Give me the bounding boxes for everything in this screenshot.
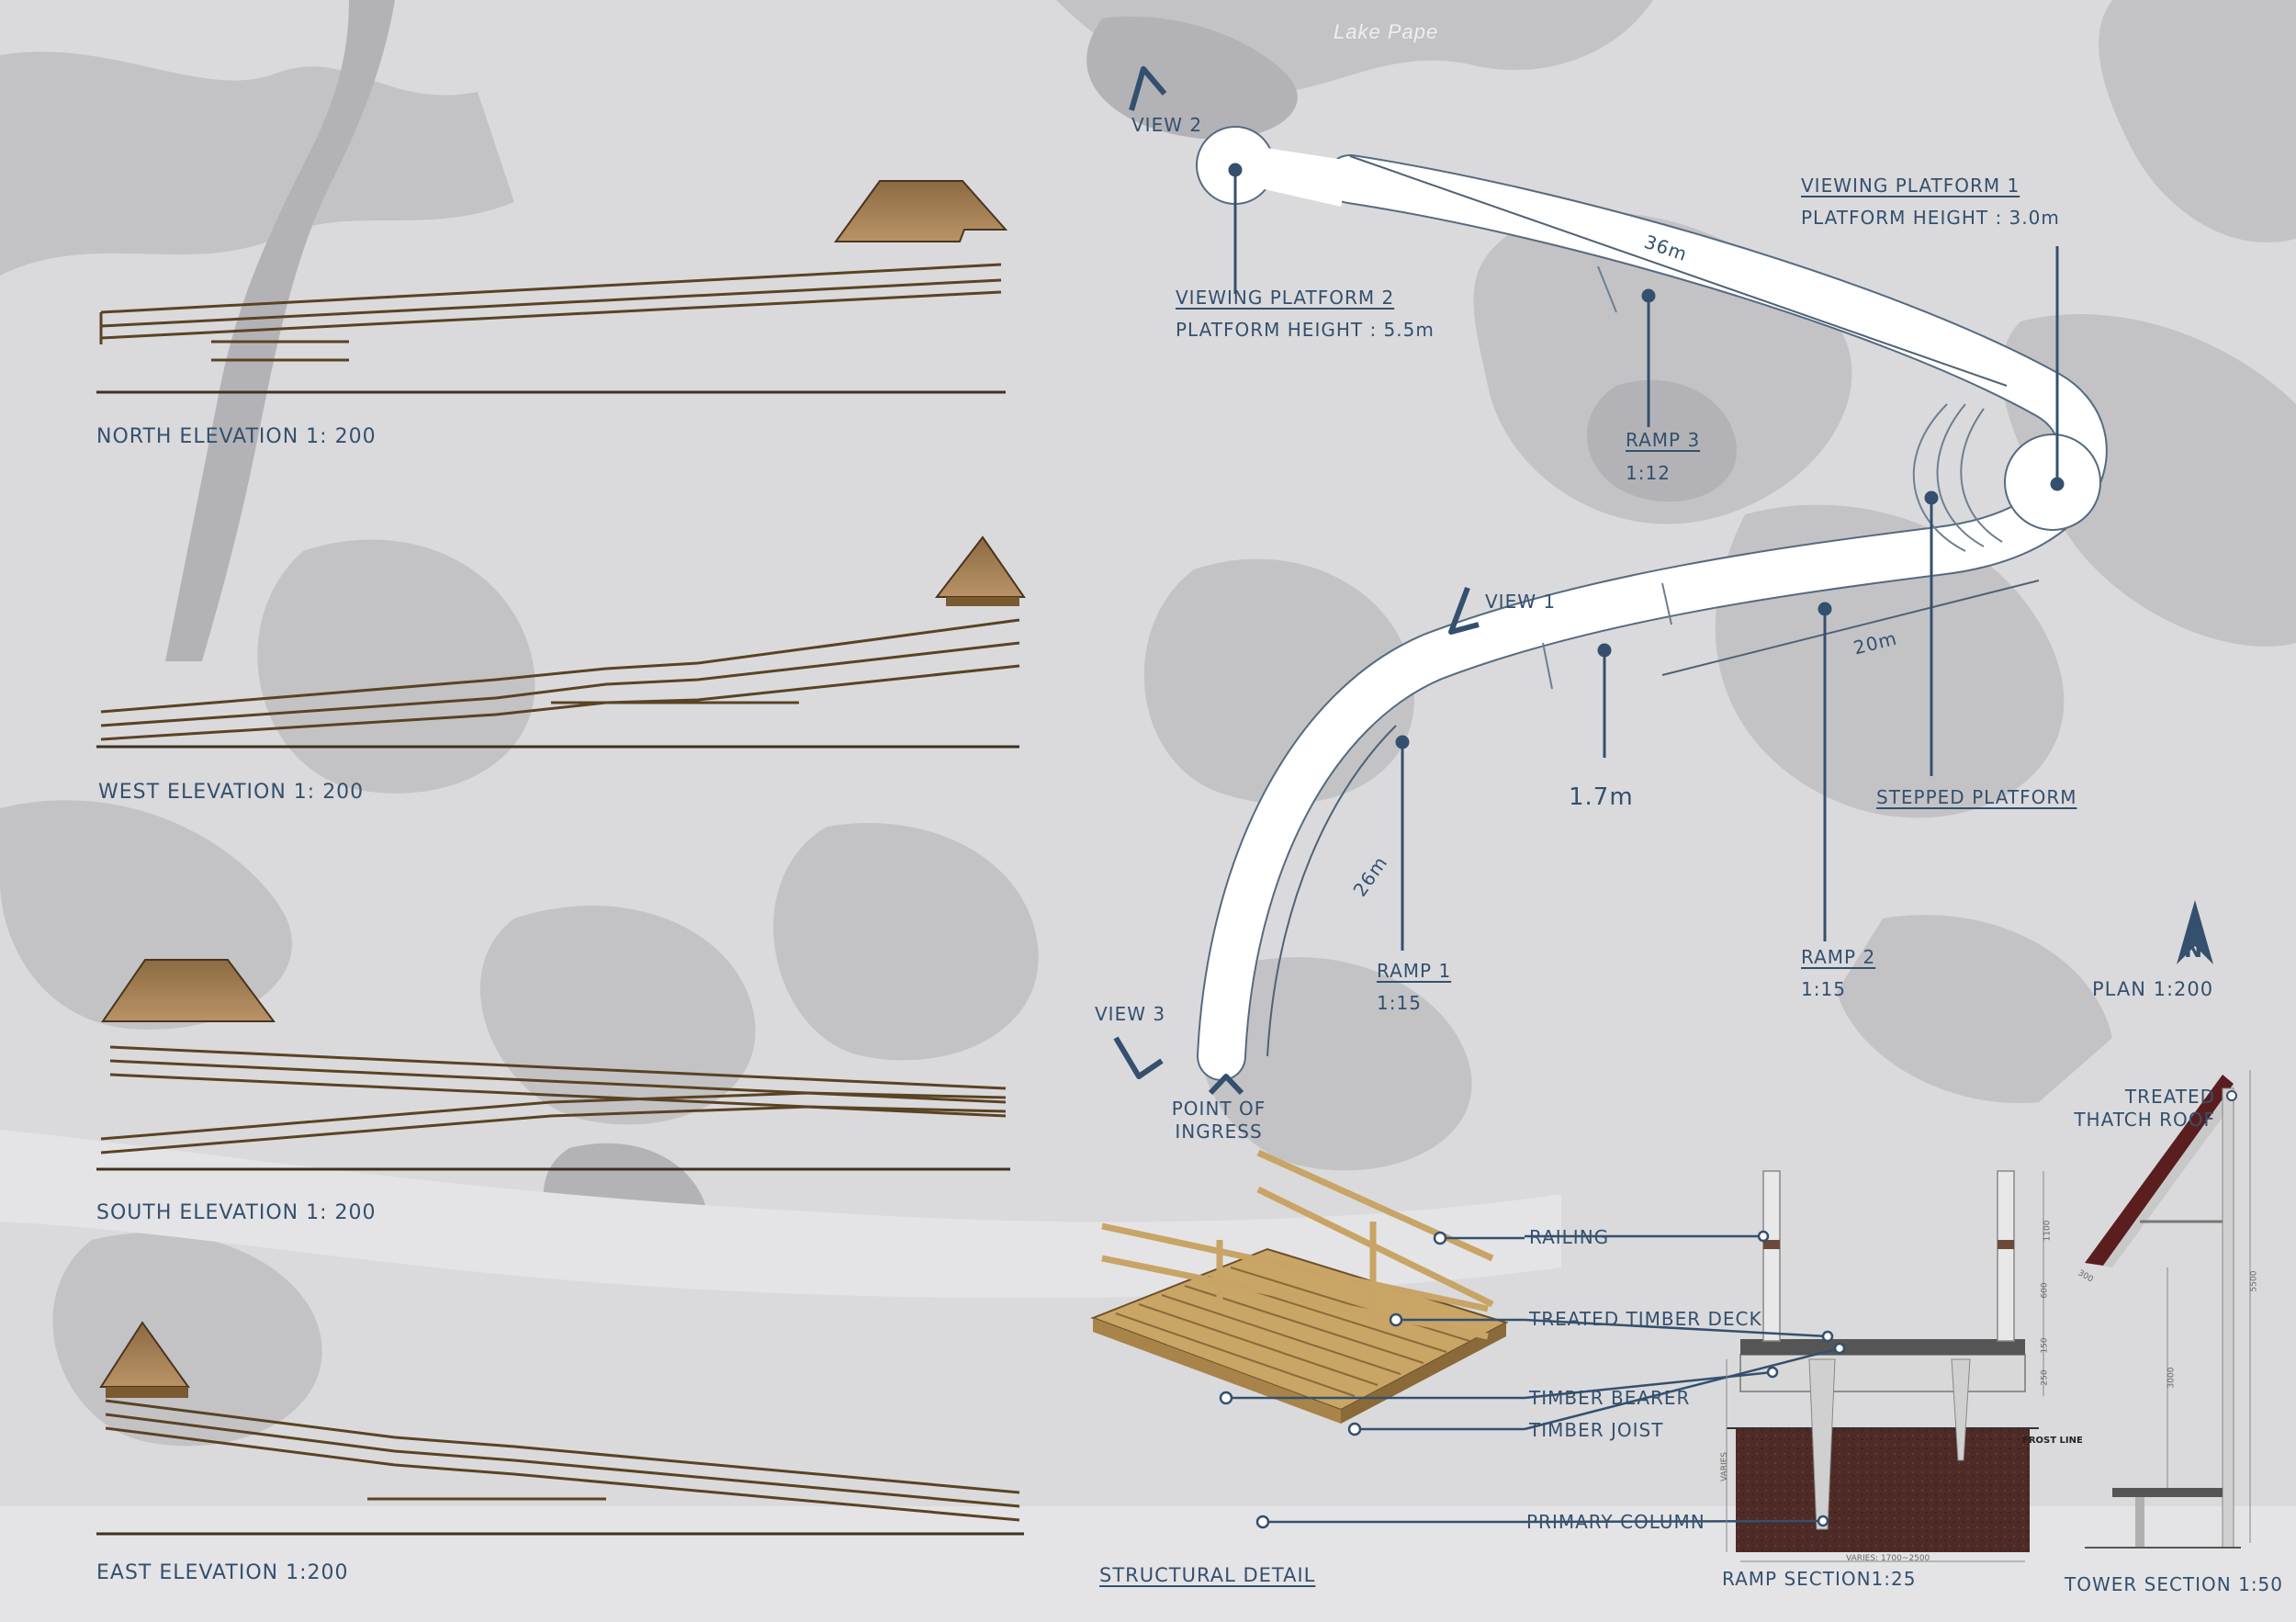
varies-width-label: VARIES: 1700~2500 — [1846, 1554, 1930, 1563]
ramp-section-title: RAMP SECTION1:25 — [1722, 1568, 1917, 1590]
thatch-roof-label-line1: TREATED — [2124, 1086, 2215, 1108]
railing-label: RAILING — [1529, 1226, 1610, 1248]
walkway-width-dimension: 1.7m — [1569, 783, 1634, 811]
north-elevation-title: NORTH ELEVATION 1: 200 — [96, 425, 377, 448]
view1-label: VIEW 1 — [1485, 591, 1557, 613]
tower-section-drawing — [2085, 1070, 2251, 1549]
north-letter: N — [2184, 937, 2204, 963]
ingress-chevron-icon — [1208, 1074, 1244, 1096]
stepped-platform-label: STEPPED PLATFORM — [1876, 786, 2077, 808]
view3-label: VIEW 3 — [1095, 1003, 1166, 1025]
ramp2-ratio: 1:15 — [1801, 978, 1846, 1000]
view1-marker-icon — [1448, 586, 1480, 635]
ramp1-title: RAMP 1 — [1377, 960, 1452, 982]
bearer-label: TIMBER BEARER — [1529, 1387, 1691, 1409]
structural-detail-drawing — [1090, 1149, 1525, 1534]
column-label: PRIMARY COLUMN — [1526, 1511, 1705, 1533]
ramp3-title: RAMP 3 — [1626, 429, 1701, 451]
varies-label: VARIES — [1720, 1451, 1730, 1482]
joist-label: TIMBER JOIST — [1529, 1419, 1664, 1441]
dim-1100: 1100 — [2043, 1220, 2053, 1242]
view3-marker-icon — [1113, 1036, 1164, 1079]
ramp2-title: RAMP 2 — [1801, 946, 1876, 968]
tower-dim-5500: 5500 — [2249, 1270, 2259, 1292]
dim-600: 600 — [2040, 1282, 2050, 1299]
vp2-height: PLATFORM HEIGHT : 5.5m — [1176, 319, 1435, 341]
ramp3-ratio: 1:12 — [1626, 462, 1671, 484]
vp1-height: PLATFORM HEIGHT : 3.0m — [1801, 207, 2060, 229]
dim-150: 150 — [2040, 1337, 2050, 1354]
lake-name: Lake Pape — [1334, 20, 1439, 43]
plan-title: PLAN 1:200 — [2092, 978, 2214, 1000]
frost-line-label: FROST LINE — [2022, 1436, 2083, 1446]
dim-250: 250 — [2040, 1369, 2050, 1386]
ingress-label-line2: INGRESS — [1175, 1121, 1263, 1143]
vp2-title: VIEWING PLATFORM 2 — [1176, 287, 1395, 309]
view2-label: VIEW 2 — [1131, 114, 1203, 136]
south-elevation-drawing — [96, 959, 1010, 1171]
vp1-title: VIEWING PLATFORM 1 — [1801, 175, 2020, 197]
east-elevation-drawing — [96, 1321, 1024, 1536]
view2-marker-icon — [1129, 66, 1167, 111]
ramp-section-drawing — [1524, 1170, 2044, 1562]
west-elevation-title: WEST ELEVATION 1: 200 — [98, 781, 365, 804]
north-elevation-drawing — [96, 180, 1008, 394]
tower-section-title: TOWER SECTION 1:50 — [2065, 1573, 2284, 1595]
thatch-roof-label-line2: THATCH ROOF — [2074, 1109, 2215, 1131]
south-elevation-title: SOUTH ELEVATION 1: 200 — [96, 1201, 377, 1224]
deck-label: TREATED TIMBER DECK — [1529, 1308, 1762, 1330]
structural-detail-title: STRUCTURAL DETAIL — [1099, 1564, 1316, 1586]
north-arrow-icon — [2177, 900, 2213, 964]
ingress-label-line1: POINT OF — [1171, 1098, 1266, 1120]
west-elevation-drawing — [96, 535, 1026, 749]
boardwalk-plan — [1113, 66, 2213, 1096]
east-elevation-title: EAST ELEVATION 1:200 — [96, 1561, 349, 1584]
tower-dim-3000: 3000 — [2167, 1367, 2177, 1389]
ramp1-ratio: 1:15 — [1377, 992, 1422, 1014]
